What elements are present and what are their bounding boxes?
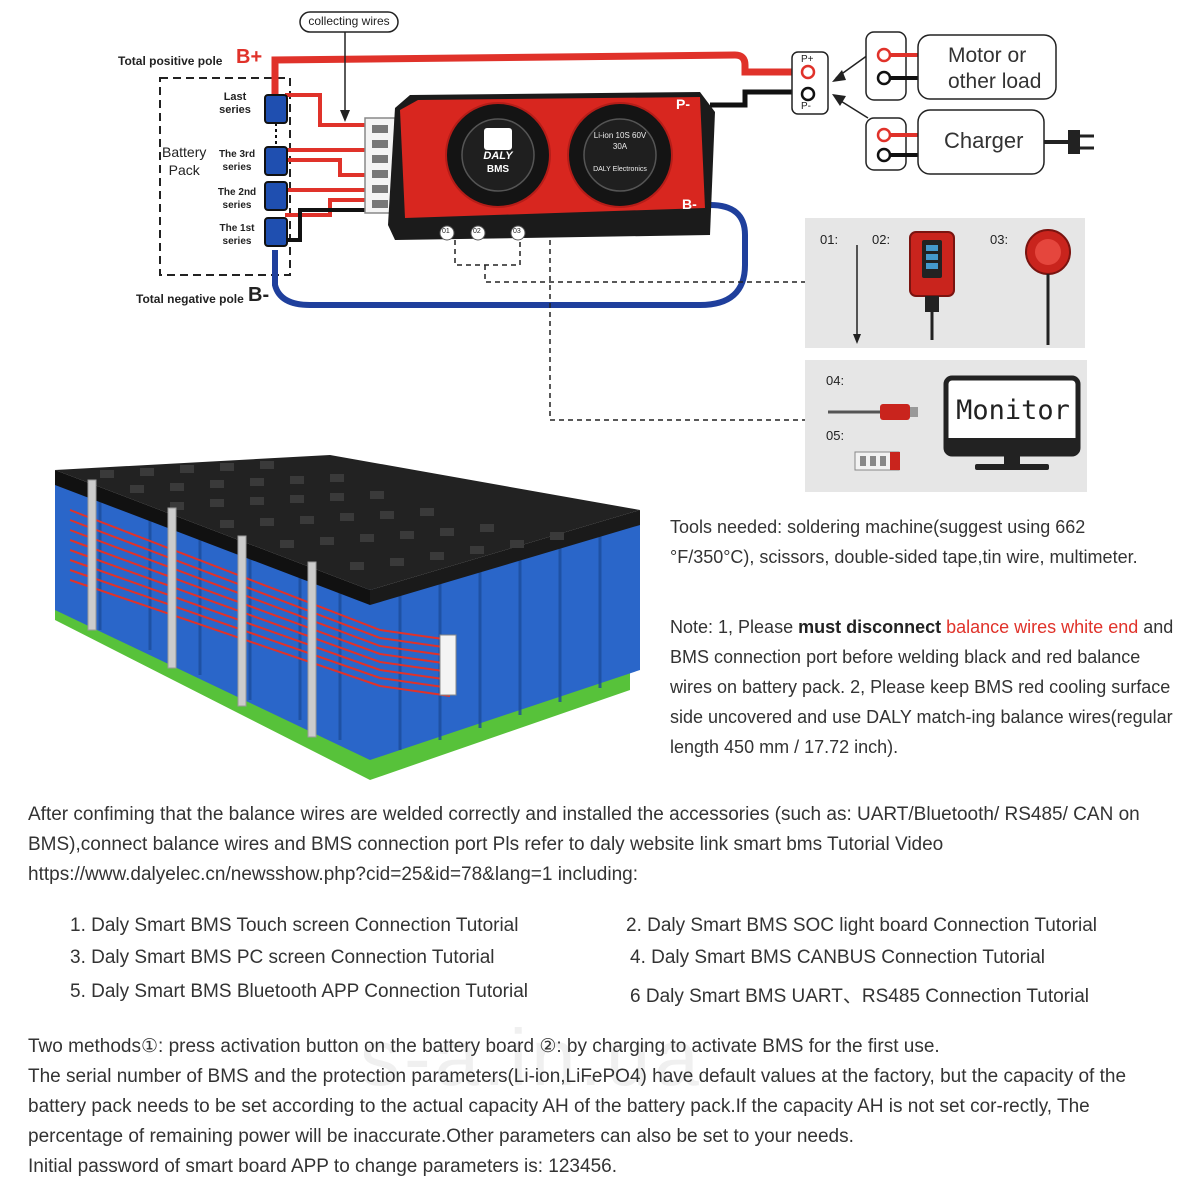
tutorial-item: 6 Daly Smart BMS UART、RS485 Connection T… [630,986,1089,1007]
acc-03-button [1025,229,1071,345]
p-minus-wire [710,89,800,108]
monitor-label: Monitor [956,395,1070,426]
b-plus-label: B+ [236,46,263,68]
load-box [917,34,1057,100]
port-num-03: 03 [513,228,521,235]
acc-05-connector [854,451,900,471]
charger-plug [865,117,907,171]
tools-needed-text: Tools needed: soldering machine(suggest … [670,517,1138,567]
b-minus-label: B- [248,284,270,306]
tutorial-item: 4. Daly Smart BMS CANBUS Connection Tuto… [630,947,1045,968]
acc-label-03: 03: [990,232,1009,247]
watermark: s-a.in.ua [360,1013,703,1102]
bms-maker: DALY Electronics [593,166,647,173]
port-num-01: 01 [442,228,450,235]
collecting-wires-label-box [299,11,399,33]
output-connector [791,51,829,115]
acc-label-02: 02: [872,232,891,247]
total-positive-pole-label: Total positive pole [118,54,223,68]
acc-04-cable [828,404,918,420]
bms-spec: Li-ion 10S 60V 30A [593,131,647,151]
acc-02-soc-board [909,231,955,340]
green-bottom-plate [55,580,630,780]
balance-wires [285,93,370,242]
battery-cells [264,94,288,247]
conn-p-minus: P- [801,101,811,112]
conn-p-plus: P+ [801,54,814,65]
bms-sub: BMS [486,164,510,175]
cell-3rd [264,146,288,176]
password-text: Initial password of smart board APP to c… [28,1156,617,1177]
negative-wire [272,202,748,308]
battery-pack-outline [159,77,291,276]
battery-pack-illustration [55,455,640,780]
positive-wire [271,51,800,100]
serial-text: The serial number of BMS and the protect… [28,1066,1127,1147]
tutorial-item: 2. Daly Smart BMS SOC light board Connec… [626,915,1097,936]
ac-plug-icon [1068,130,1080,154]
cell-1st [264,217,288,247]
balance-plug [439,634,457,696]
acc-label-04: 04: [826,373,845,388]
port-num-02: 02 [473,228,481,235]
wiring-diagram [159,11,1094,492]
charger-label: Charger [944,128,1024,153]
top-holder [55,455,640,590]
monitor-icon [943,375,1081,470]
bms-port-b-minus: B- [682,196,697,212]
tutorial-item: 3. Daly Smart BMS PC screen Connection T… [70,947,495,968]
note-text: Note: 1, Please must disconnect balance … [670,617,1174,757]
cell-last [264,94,288,124]
total-negative-pole-label: Total negative pole [136,292,244,306]
acc-label-05: 05: [826,428,845,443]
bms-brand: DALY [483,150,513,162]
bms-board [388,92,715,241]
load-plug [865,31,907,101]
tutorial-item: 5. Daly Smart BMS Bluetooth APP Connecti… [70,981,528,1002]
after-confirm-paragraph: After confiming that the balance wires a… [28,804,1140,885]
collecting-wires-label: collecting wires [308,14,390,28]
methods-text: Two methods①: press activation button on… [28,1036,940,1057]
cell-2nd [264,181,288,211]
acc-label-01: 01: [820,232,839,247]
bms-port-p-minus: P- [676,96,690,112]
tutorial-item: 1. Daly Smart BMS Touch screen Connectio… [70,915,519,936]
